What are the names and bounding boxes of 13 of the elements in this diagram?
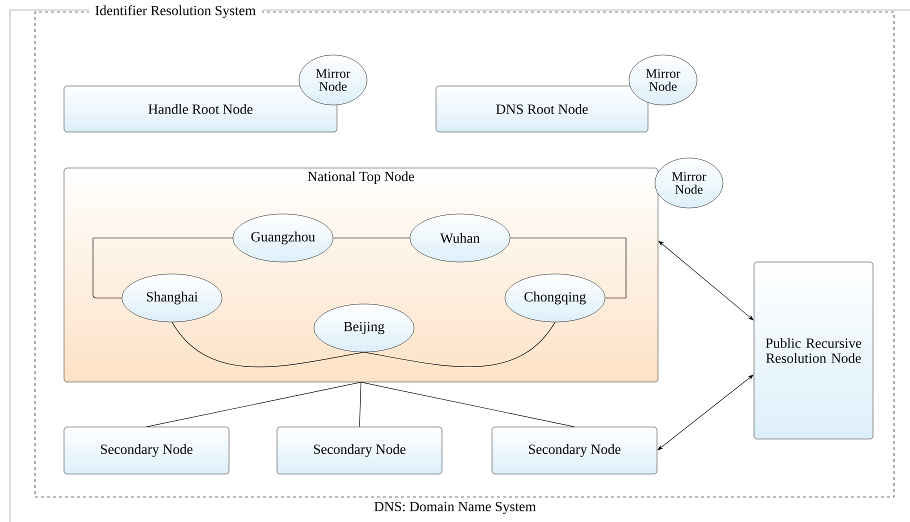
connector-line [364, 322, 556, 367]
connector-line [359, 382, 362, 428]
connector-line [172, 322, 364, 368]
secondary-node-box: Secondary Node [64, 426, 230, 474]
secondary-node-box: Secondary Node [492, 426, 658, 474]
caption: DNS: Domain Name System [374, 502, 536, 514]
root-node-box: DNS Root Node [436, 86, 648, 132]
connector-line [510, 238, 626, 298]
resolution-node-box: Public Recursive Resolution Node [754, 262, 874, 440]
connector-line [146, 382, 362, 428]
connector-line [360, 382, 575, 428]
connector-line [92, 238, 234, 298]
secondary-node-box: Secondary Node [276, 426, 442, 474]
